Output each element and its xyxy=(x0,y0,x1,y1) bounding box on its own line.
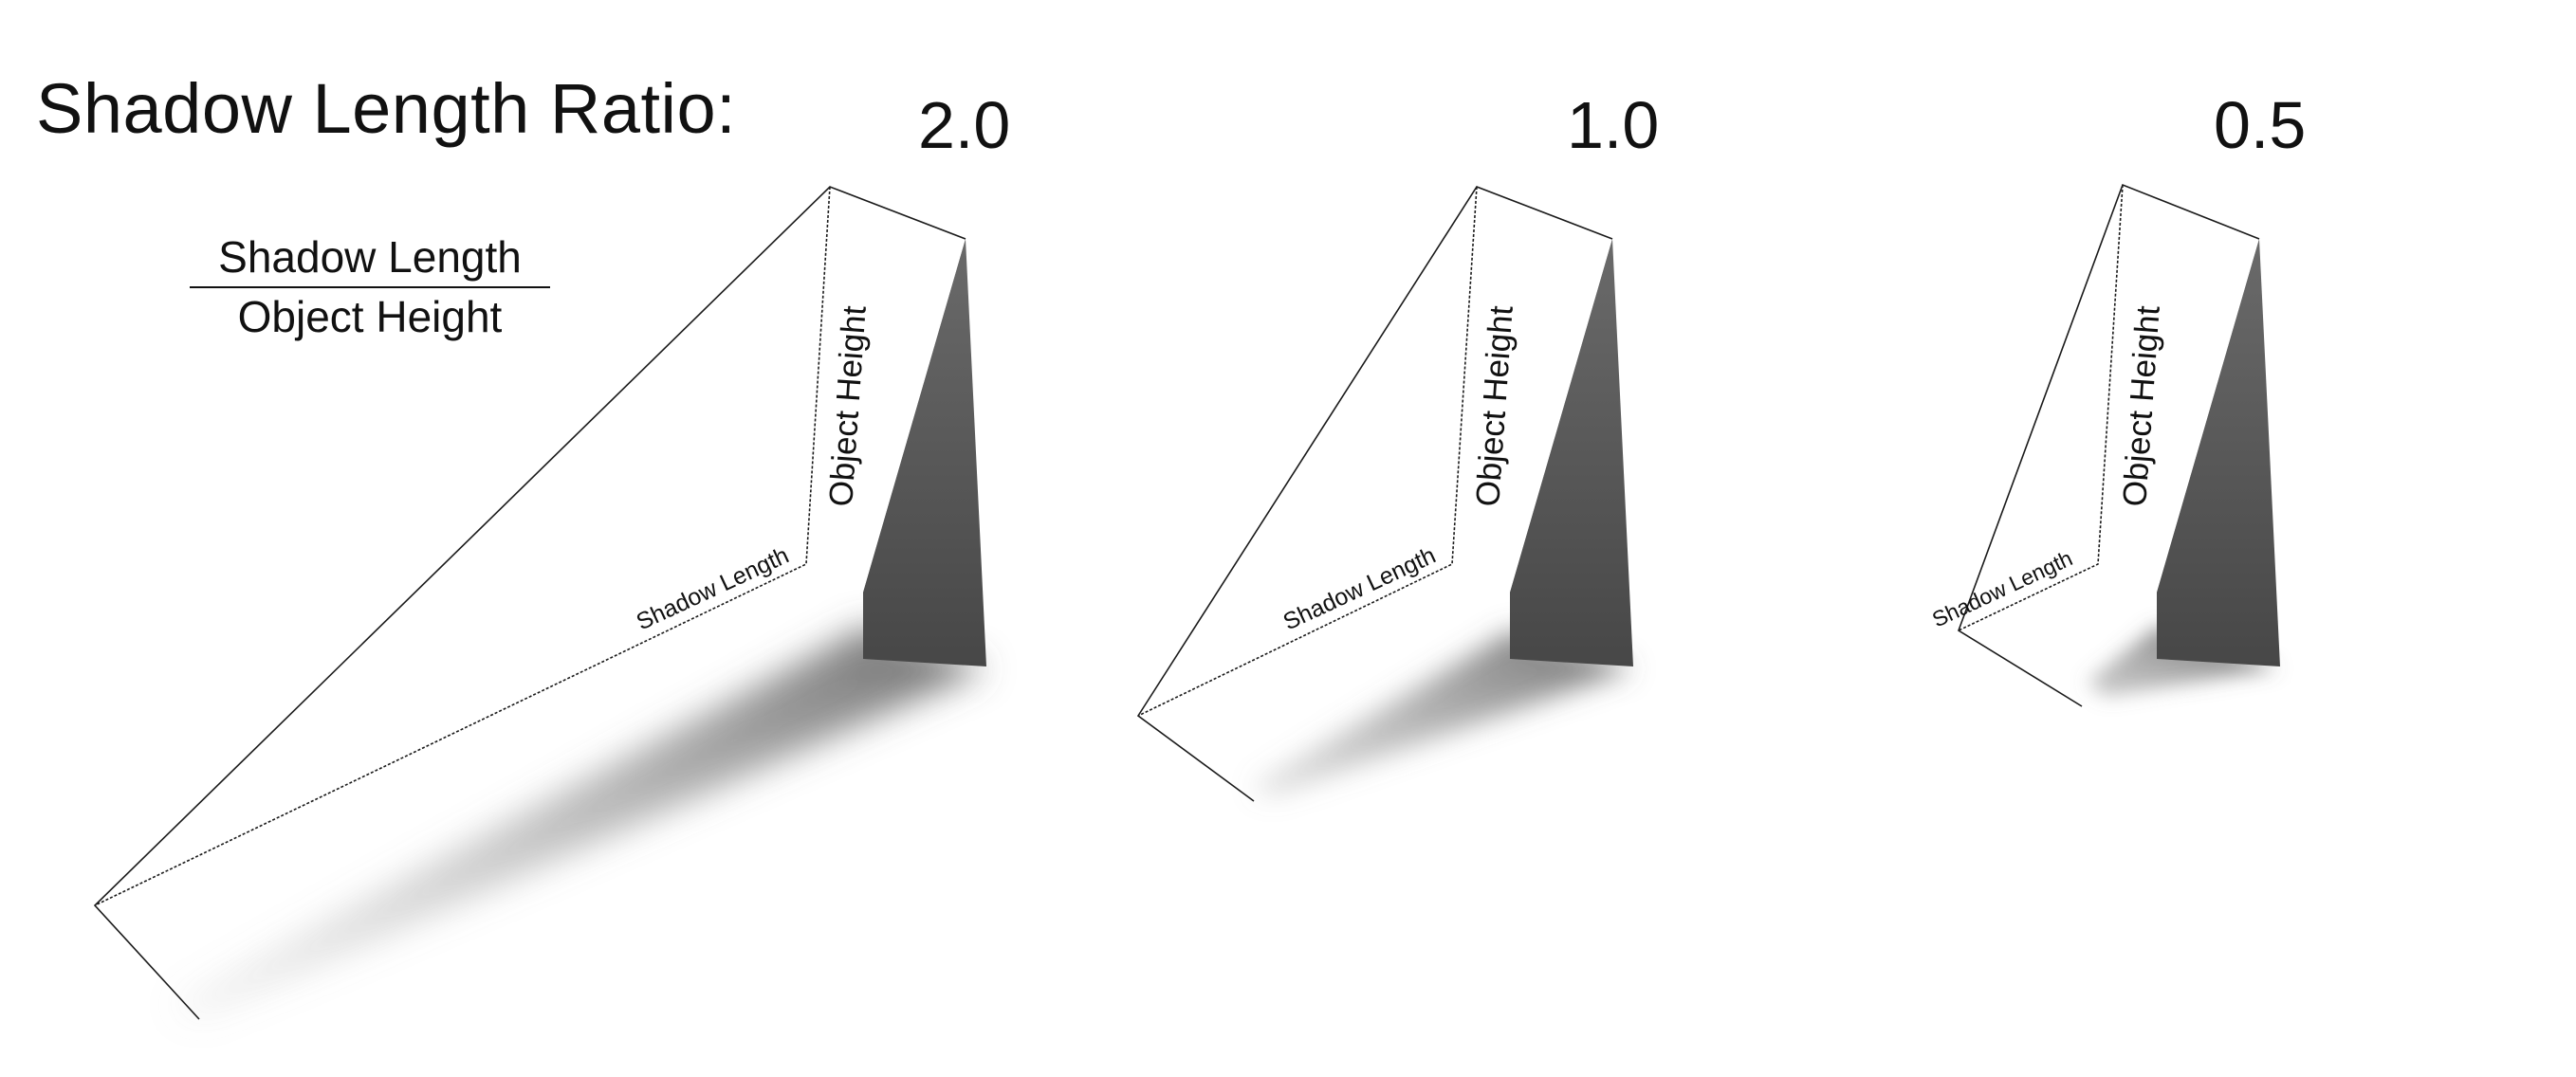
shadow-length-label: Shadow Length xyxy=(633,542,793,636)
cast-shadow xyxy=(2087,626,2278,697)
object-height-label: Object Height xyxy=(822,304,874,508)
cast-shadow xyxy=(1252,630,1633,796)
ratio-label-1: 2.0 xyxy=(918,88,1011,162)
ratio-label-3: 0.5 xyxy=(2214,88,2307,162)
formula-numerator: Shadow Length xyxy=(218,232,522,282)
ratio-formula: Shadow Length Object Height xyxy=(190,230,550,343)
object-front xyxy=(2157,239,2280,666)
cast-shadow xyxy=(171,626,986,1019)
diagram-2: Shadow Length Object Height xyxy=(1136,186,1633,802)
fraction-bar xyxy=(190,286,550,288)
guide-lines xyxy=(93,186,966,1020)
object-front xyxy=(863,239,986,666)
ratio-label-2: 1.0 xyxy=(1567,88,1660,162)
guide-lines xyxy=(1136,186,1613,802)
diagram-title: Shadow Length Ratio: xyxy=(36,69,737,148)
height-line xyxy=(1958,184,2124,631)
object-height-label: Object Height xyxy=(1469,304,1520,508)
diagram-1: Shadow Length Object Height xyxy=(93,186,986,1020)
guide-lines xyxy=(1958,183,2260,707)
object-height-label: Object Height xyxy=(2116,304,2167,508)
object-front xyxy=(1510,239,1633,666)
formula-denominator: Object Height xyxy=(237,292,503,341)
height-line xyxy=(94,186,831,906)
shadow-length-label: Shadow Length xyxy=(1279,542,1440,636)
diagram-3: Shadow Length Object Height xyxy=(1928,183,2280,707)
height-line xyxy=(1137,186,1478,717)
shadow-length-label: Shadow Length xyxy=(1928,545,2076,631)
